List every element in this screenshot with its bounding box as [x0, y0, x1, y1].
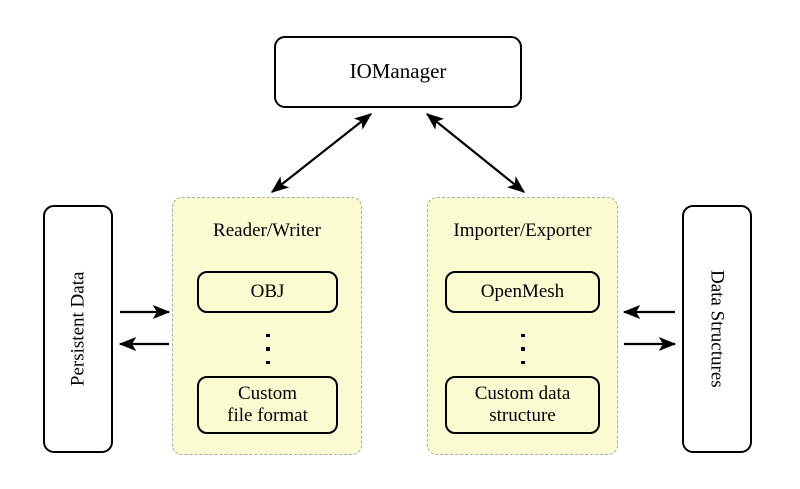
node-iomanager[interactable]: IOManager	[274, 36, 522, 108]
node-custom-data-structure-label: Custom data structure	[475, 383, 571, 426]
node-iomanager-label: IOManager	[349, 59, 447, 84]
node-data-structures[interactable]: Data Structures	[682, 205, 752, 453]
arrow-iomanager-importer-exporter	[425, 113, 526, 193]
arrow-iomanager-reader-writer	[270, 113, 373, 193]
node-persistent-data-label: Persistent Data	[67, 271, 89, 387]
node-openmesh[interactable]: OpenMesh	[445, 271, 600, 313]
node-custom-file-format-line2: file format	[227, 405, 308, 426]
node-custom-file-format-label: Custom file format	[227, 383, 308, 426]
node-custom-data-structure-line2: structure	[489, 405, 556, 426]
node-custom-file-format-line1: Custom	[237, 383, 298, 405]
node-data-structures-label: Data Structures	[706, 270, 728, 388]
node-openmesh-label: OpenMesh	[480, 281, 565, 303]
node-obj[interactable]: OBJ	[197, 271, 338, 313]
ellipsis-icon-importer-exporter	[516, 334, 530, 364]
node-custom-data-structure[interactable]: Custom data structure	[445, 376, 600, 434]
node-obj-label: OBJ	[250, 281, 285, 303]
node-persistent-data[interactable]: Persistent Data	[43, 205, 113, 453]
node-custom-data-structure-line1: Custom data	[474, 383, 571, 405]
group-importer-exporter-title: Importer/Exporter	[453, 220, 592, 241]
ellipsis-icon-reader-writer	[261, 334, 275, 364]
node-custom-file-format[interactable]: Custom file format	[197, 376, 338, 434]
group-reader-writer-title: Reader/Writer	[213, 220, 321, 241]
